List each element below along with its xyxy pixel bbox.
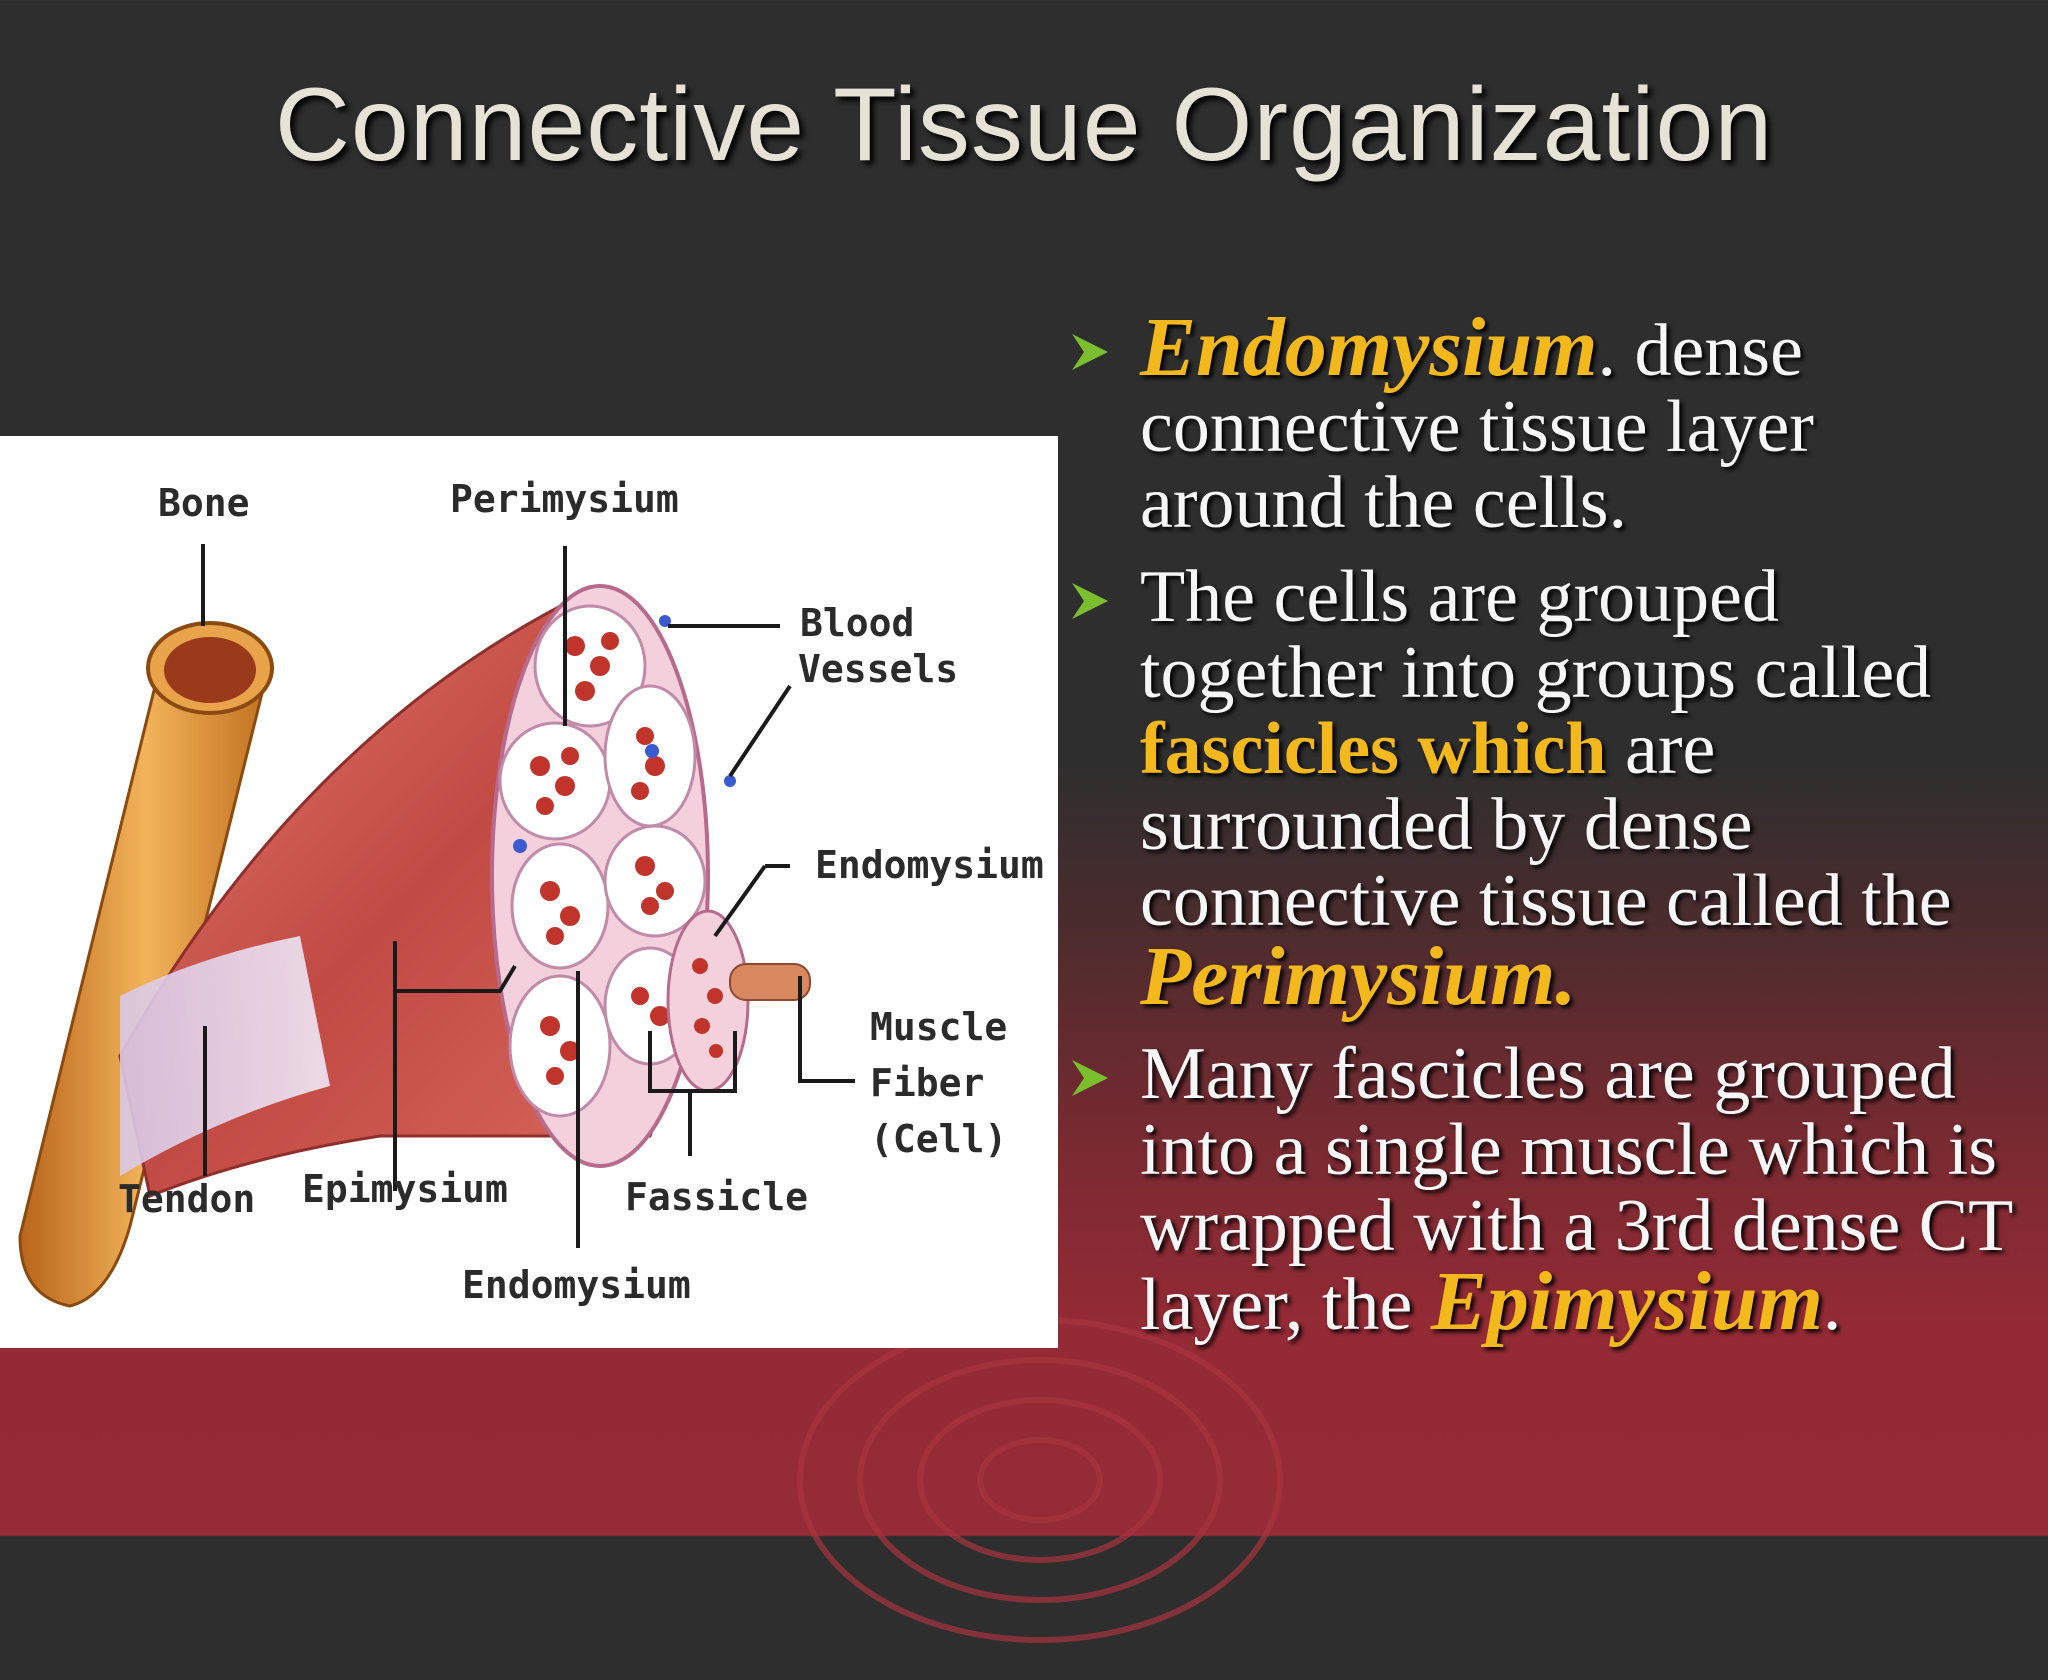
label-muscle: Muscle <box>870 1005 1007 1049</box>
tendon-shape <box>120 936 330 1176</box>
label-fiber: Fiber <box>870 1061 984 1105</box>
label-fassicle: Fassicle <box>625 1175 808 1219</box>
label-perimysium: Perimysium <box>450 477 679 521</box>
term-perimysium: Perimysium. <box>1140 930 1577 1023</box>
slide-title: Connective Tissue Organization <box>274 67 1774 183</box>
term-epimysium: Epimysium <box>1430 1255 1823 1348</box>
bullet-epimysium: Many fascicles are grouped into a single… <box>1062 1033 2034 1346</box>
label-blood: Blood <box>800 601 914 645</box>
muscle-anatomy-diagram: Bone Perimysium Blood Vessels Endomysium… <box>0 436 1058 1348</box>
bullet-arrow-icon <box>1072 1060 1108 1096</box>
bullet-list: Endomysium. dense connective tissue laye… <box>1062 306 2034 1361</box>
label-endomysium-right: Endomysium <box>815 843 1044 887</box>
bullet-2-pre: The cells are grouped together into grou… <box>1140 556 1932 714</box>
bullet-arrow-icon <box>1072 583 1108 619</box>
label-bone: Bone <box>158 481 250 525</box>
term-fascicles: fascicles which <box>1140 708 1607 790</box>
bullet-arrow-icon <box>1072 334 1108 370</box>
muscle-diagram-svg: Bone Perimysium Blood Vessels Endomysium… <box>18 477 1044 1308</box>
label-tendon: Tendon <box>118 1177 255 1221</box>
label-vessels: Vessels <box>798 647 958 691</box>
bullet-2-mid: are surrounded by dense connective tissu… <box>1140 708 1952 942</box>
muscle-fiber-tube <box>729 963 811 1001</box>
bullet-fascicles: The cells are grouped together into grou… <box>1062 556 2034 1019</box>
term-endomysium: Endomysium <box>1140 301 1598 394</box>
bullet-3-post: . <box>1822 1264 1842 1346</box>
label-endomysium-bottom: Endomysium <box>462 1263 691 1307</box>
muscle-fiber-dots <box>530 632 674 1085</box>
bullet-endomysium: Endomysium. dense connective tissue laye… <box>1062 306 2034 544</box>
bone-marrow <box>164 637 256 703</box>
bullet-1-text: . dense connective tissue layer around t… <box>1140 310 1814 544</box>
label-cell: (Cell) <box>870 1117 1007 1161</box>
leader-lines <box>201 544 855 1248</box>
label-epimysium: Epimysium <box>302 1167 508 1211</box>
fascicle-cells <box>498 604 707 1118</box>
bullet-3-pre: Many fascicles are grouped into a single… <box>1140 1033 2013 1346</box>
blood-vessel-dots <box>513 615 736 853</box>
